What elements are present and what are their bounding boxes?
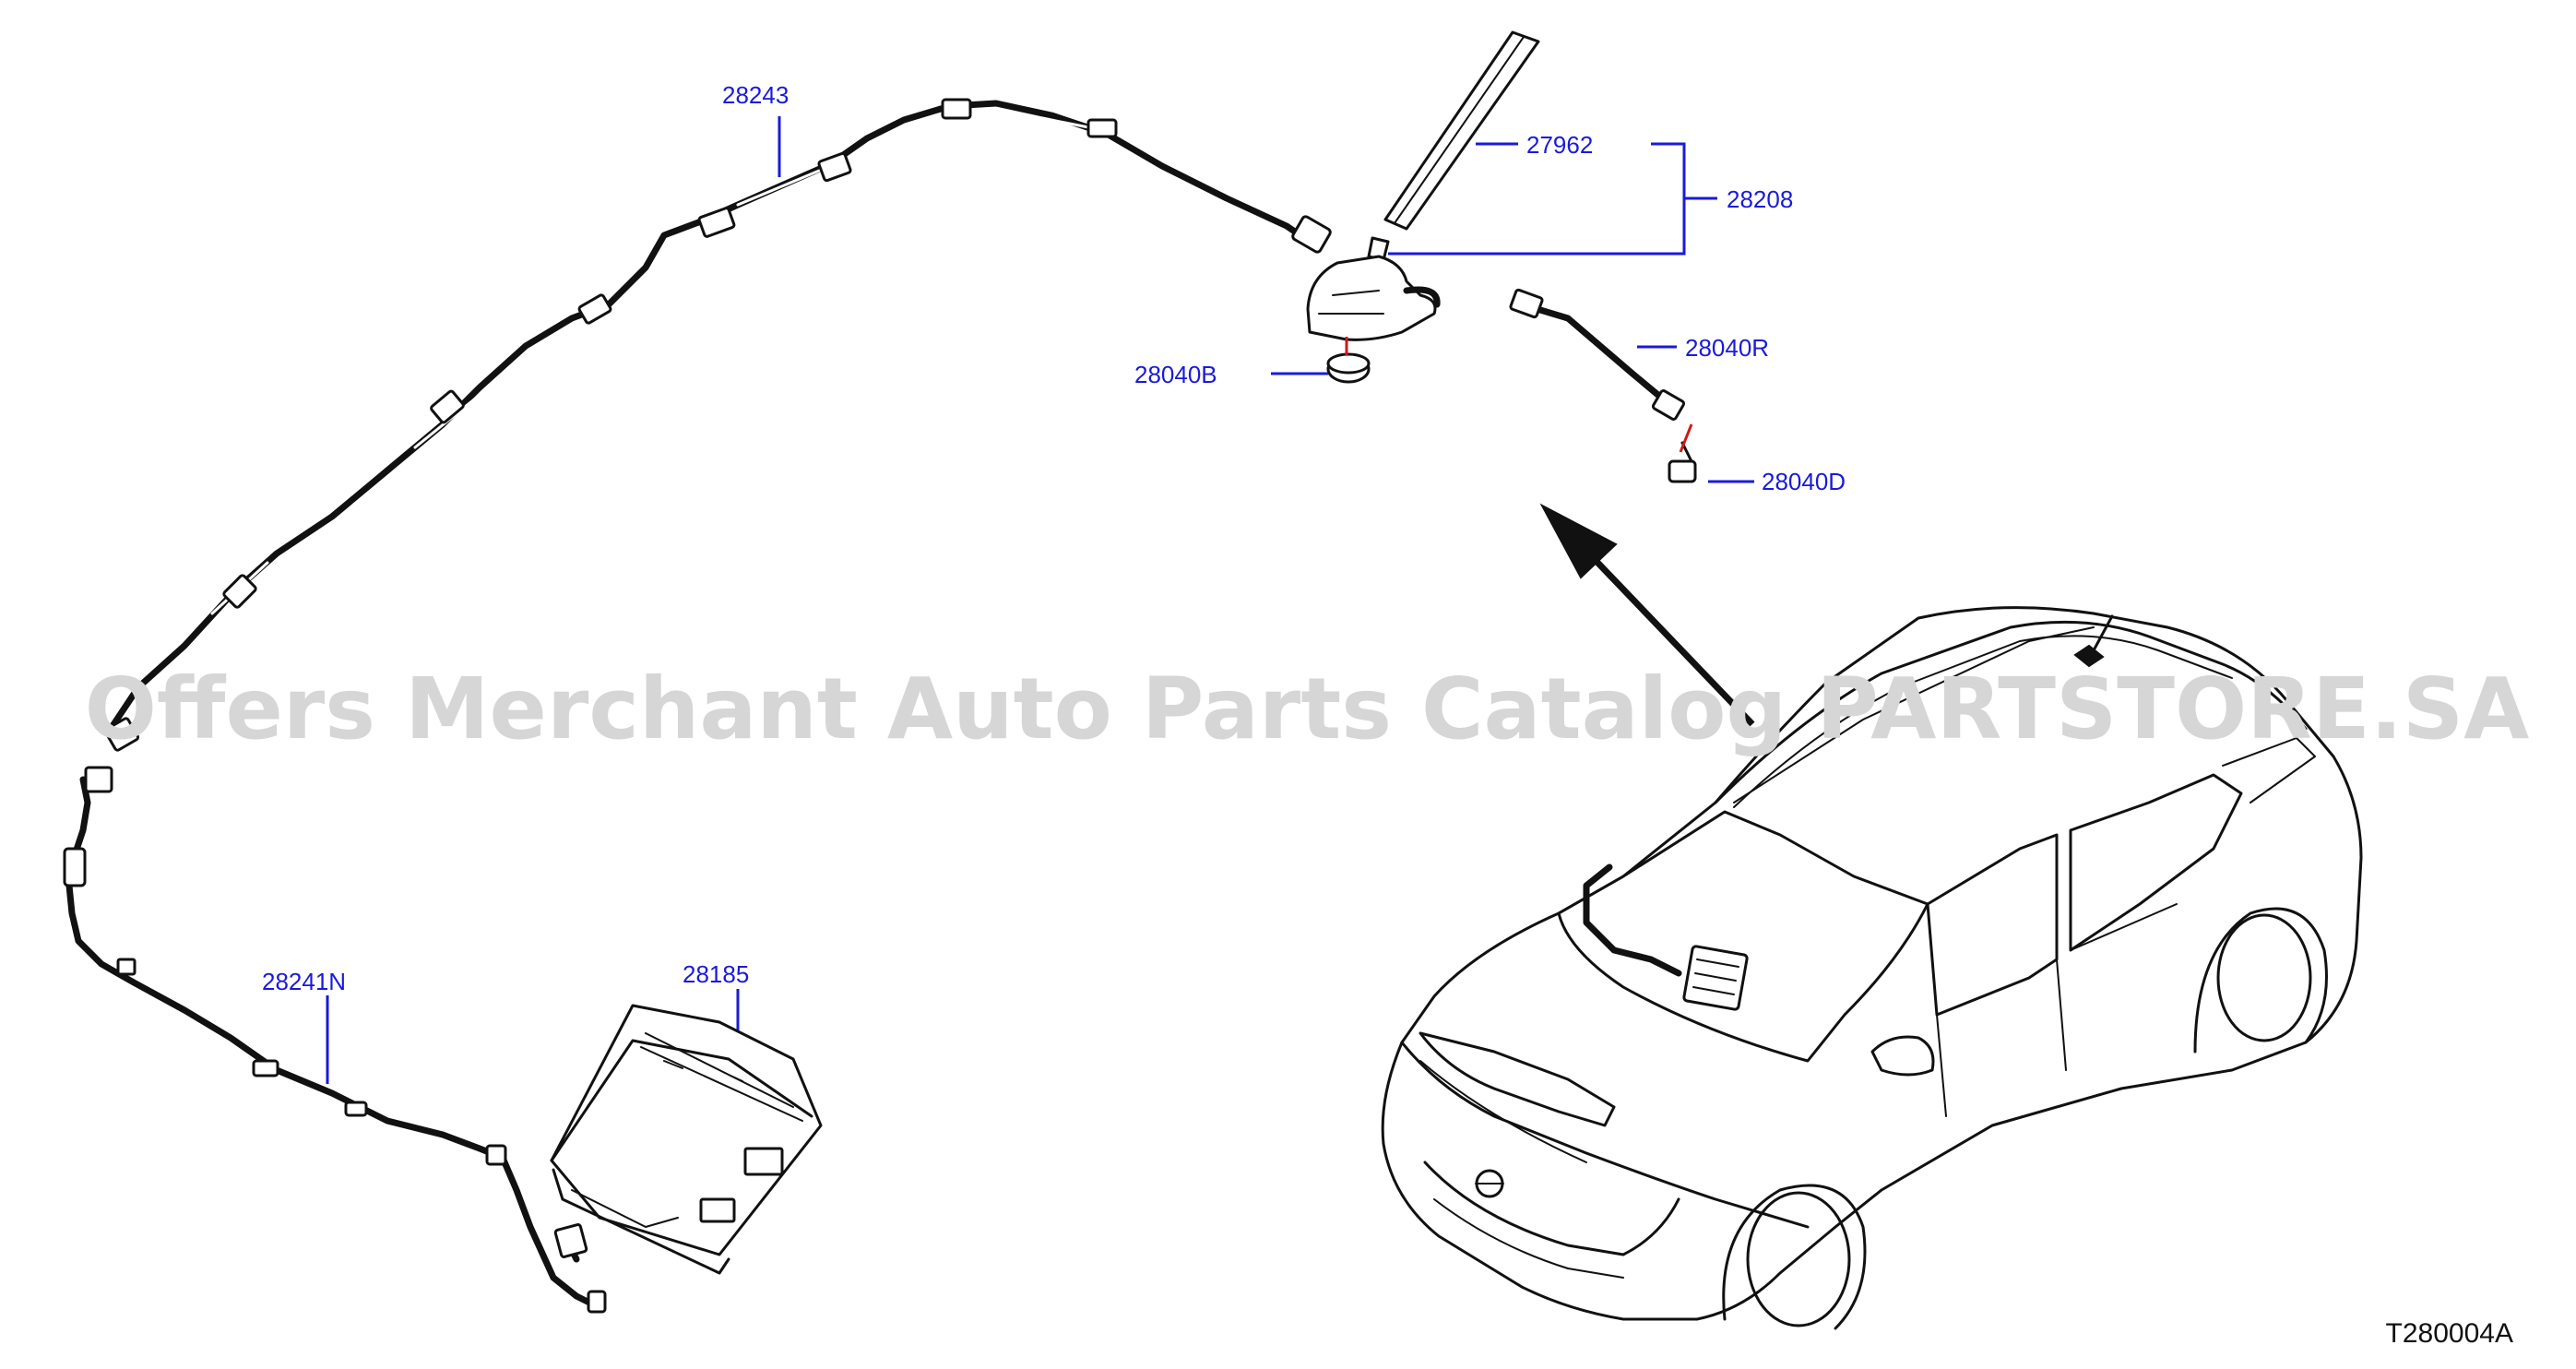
part-label-27962[interactable]: 27962 (1526, 131, 1593, 159)
antenna-feeder-cable (63, 98, 1332, 1314)
part-label-28241N[interactable]: 28241N (262, 968, 346, 995)
part-label-28243[interactable]: 28243 (722, 81, 789, 109)
part-label-28185[interactable]: 28185 (683, 960, 749, 988)
part-label-28040B[interactable]: 28040B (1134, 361, 1217, 388)
vehicle-illustration (1381, 606, 2363, 1330)
watermark-text: Offers Merchant Auto Parts Catalog PARTS… (85, 660, 2530, 758)
direction-arrow (1539, 503, 1755, 727)
antenna-base (1306, 236, 1441, 384)
part-label-28040R[interactable]: 28040R (1685, 334, 1769, 362)
part-label-28208[interactable]: 28208 (1727, 185, 1793, 213)
part-labels: 28243 27962 28208 28040R 28040B 28040D 2… (262, 81, 1846, 995)
part-label-28040D[interactable]: 28040D (1762, 468, 1846, 495)
antenna-sub-cable (1509, 288, 1697, 483)
leader-lines (326, 116, 1754, 1084)
audio-unit (550, 1004, 823, 1275)
antenna-rod (1383, 30, 1540, 231)
drawing-number: T280004A (2386, 1318, 2513, 1349)
